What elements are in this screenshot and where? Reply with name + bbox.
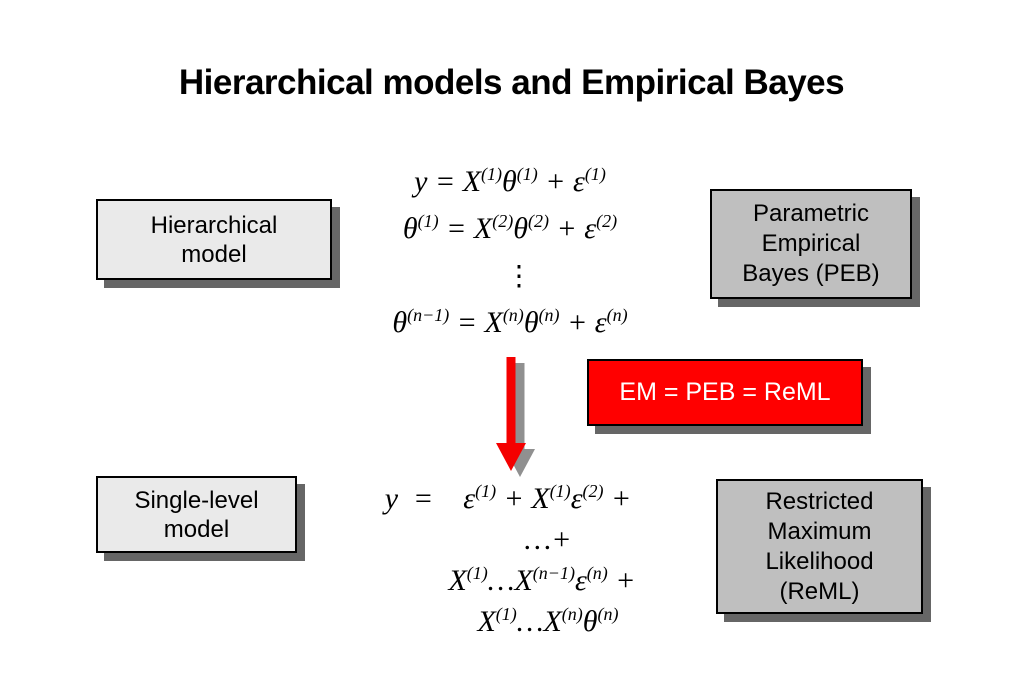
hierarchical-model-label: Hierarchical model: [150, 211, 278, 268]
down-arrow-body: [496, 357, 526, 471]
equation-line: X(1)…X(n−1)ε(n) +: [448, 563, 636, 597]
parametric-empirical-bayes-box: Parametric Empirical Bayes (PEB): [710, 189, 912, 299]
equation-line: θ(n−1) = X(n)θ(n) + ε(n): [392, 305, 628, 339]
parametric-empirical-bayes-label: Parametric Empirical Bayes (PEB): [742, 200, 880, 287]
em-peb-reml-box: EM = PEB = ReML: [587, 359, 863, 426]
equation-line: ⋮: [505, 259, 533, 292]
single-level-model-box: Single-level model: [96, 476, 297, 553]
down-arrow: [496, 357, 535, 477]
hierarchical-model-equations: y = X(1)θ(1) + ε(1) θ(1) = X(2)θ(2) + ε(2…: [280, 158, 740, 346]
down-arrow-shadow: [505, 363, 535, 477]
equation-line: y = ε(1) + X(1)ε(2) +: [384, 481, 632, 515]
equation-line: y = X(1)θ(1) + ε(1): [414, 164, 606, 198]
equation-line: …+: [524, 523, 572, 556]
slide-title: Hierarchical models and Empirical Bayes: [178, 63, 845, 102]
em-peb-reml-label: EM = PEB = ReML: [619, 378, 831, 406]
equation-line: X(1)…X(n)θ(n): [477, 604, 619, 638]
equation-line: θ(1) = X(2)θ(2) + ε(2): [402, 211, 618, 245]
single-level-model-label: Single-level model: [134, 486, 259, 543]
single-level-model-equations: y = ε(1) + X(1)ε(2) + …+ X(1)…X(n−1)ε(n) +…: [310, 478, 710, 642]
restricted-maximum-likelihood-label: Restricted Maximum Likelihood (ReML): [765, 487, 874, 605]
restricted-maximum-likelihood-box: Restricted Maximum Likelihood (ReML): [716, 479, 923, 614]
hierarchical-model-box: Hierarchical model: [96, 199, 332, 280]
